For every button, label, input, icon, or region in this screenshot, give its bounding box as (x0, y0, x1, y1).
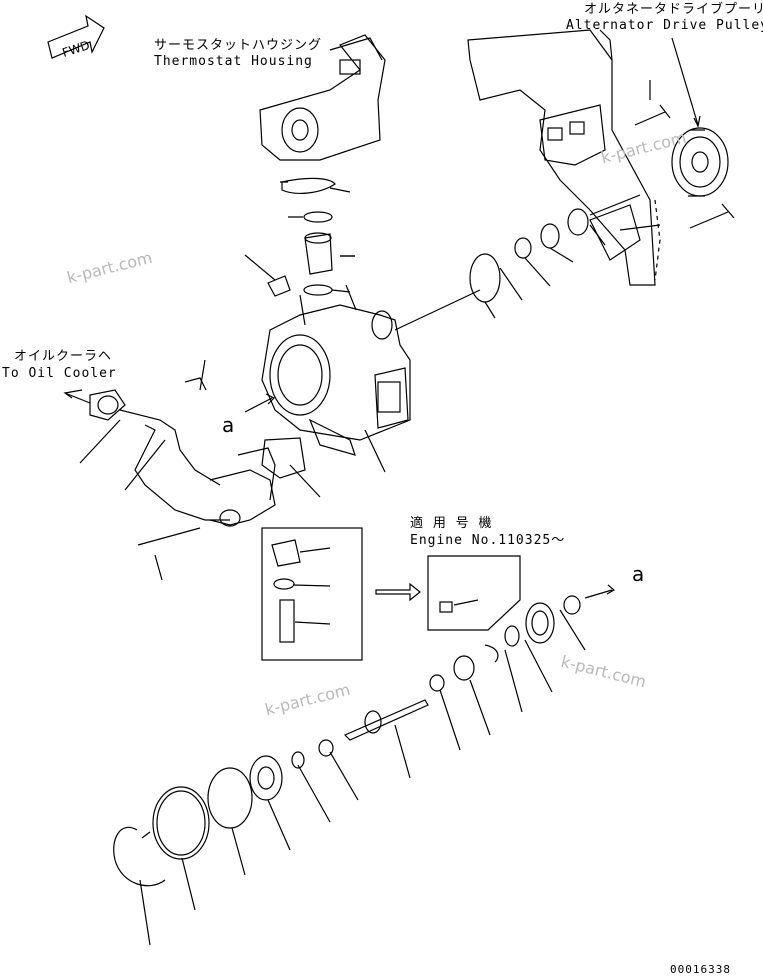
thermostat (304, 232, 333, 275)
inset-box-current (261, 527, 363, 661)
section-mark-a-2: a (632, 562, 645, 586)
thermostat-housing (259, 34, 386, 161)
alternator-label-jp: オルタネータドライブプーリ (584, 2, 763, 17)
oilcooler-label-jp: オイルクーラヘ (14, 349, 113, 364)
drawing-number: 00016338 (670, 963, 731, 976)
engine-label-en: Engine No.110325～ (410, 533, 566, 548)
inset-box-new (427, 555, 521, 631)
shaft-assembly (113, 584, 616, 887)
alternator-label-en: Alternator Drive Pulley (566, 18, 763, 33)
section-mark-a: a (222, 413, 235, 437)
water-pump-body (261, 289, 481, 456)
thermostat-label-jp: サーモスタットハウジング (154, 38, 323, 53)
thermostat-label-en: Thermostat Housing (154, 54, 313, 69)
oil-cooler-pipe (89, 377, 276, 546)
fwd-arrow-icon (47, 14, 105, 59)
engine-label-jp: 適 用 号 機 (410, 516, 493, 531)
oilcooler-label-en: To Oil Cooler (2, 366, 117, 381)
engine-block (467, 29, 661, 286)
alternator-pulley (671, 127, 729, 197)
